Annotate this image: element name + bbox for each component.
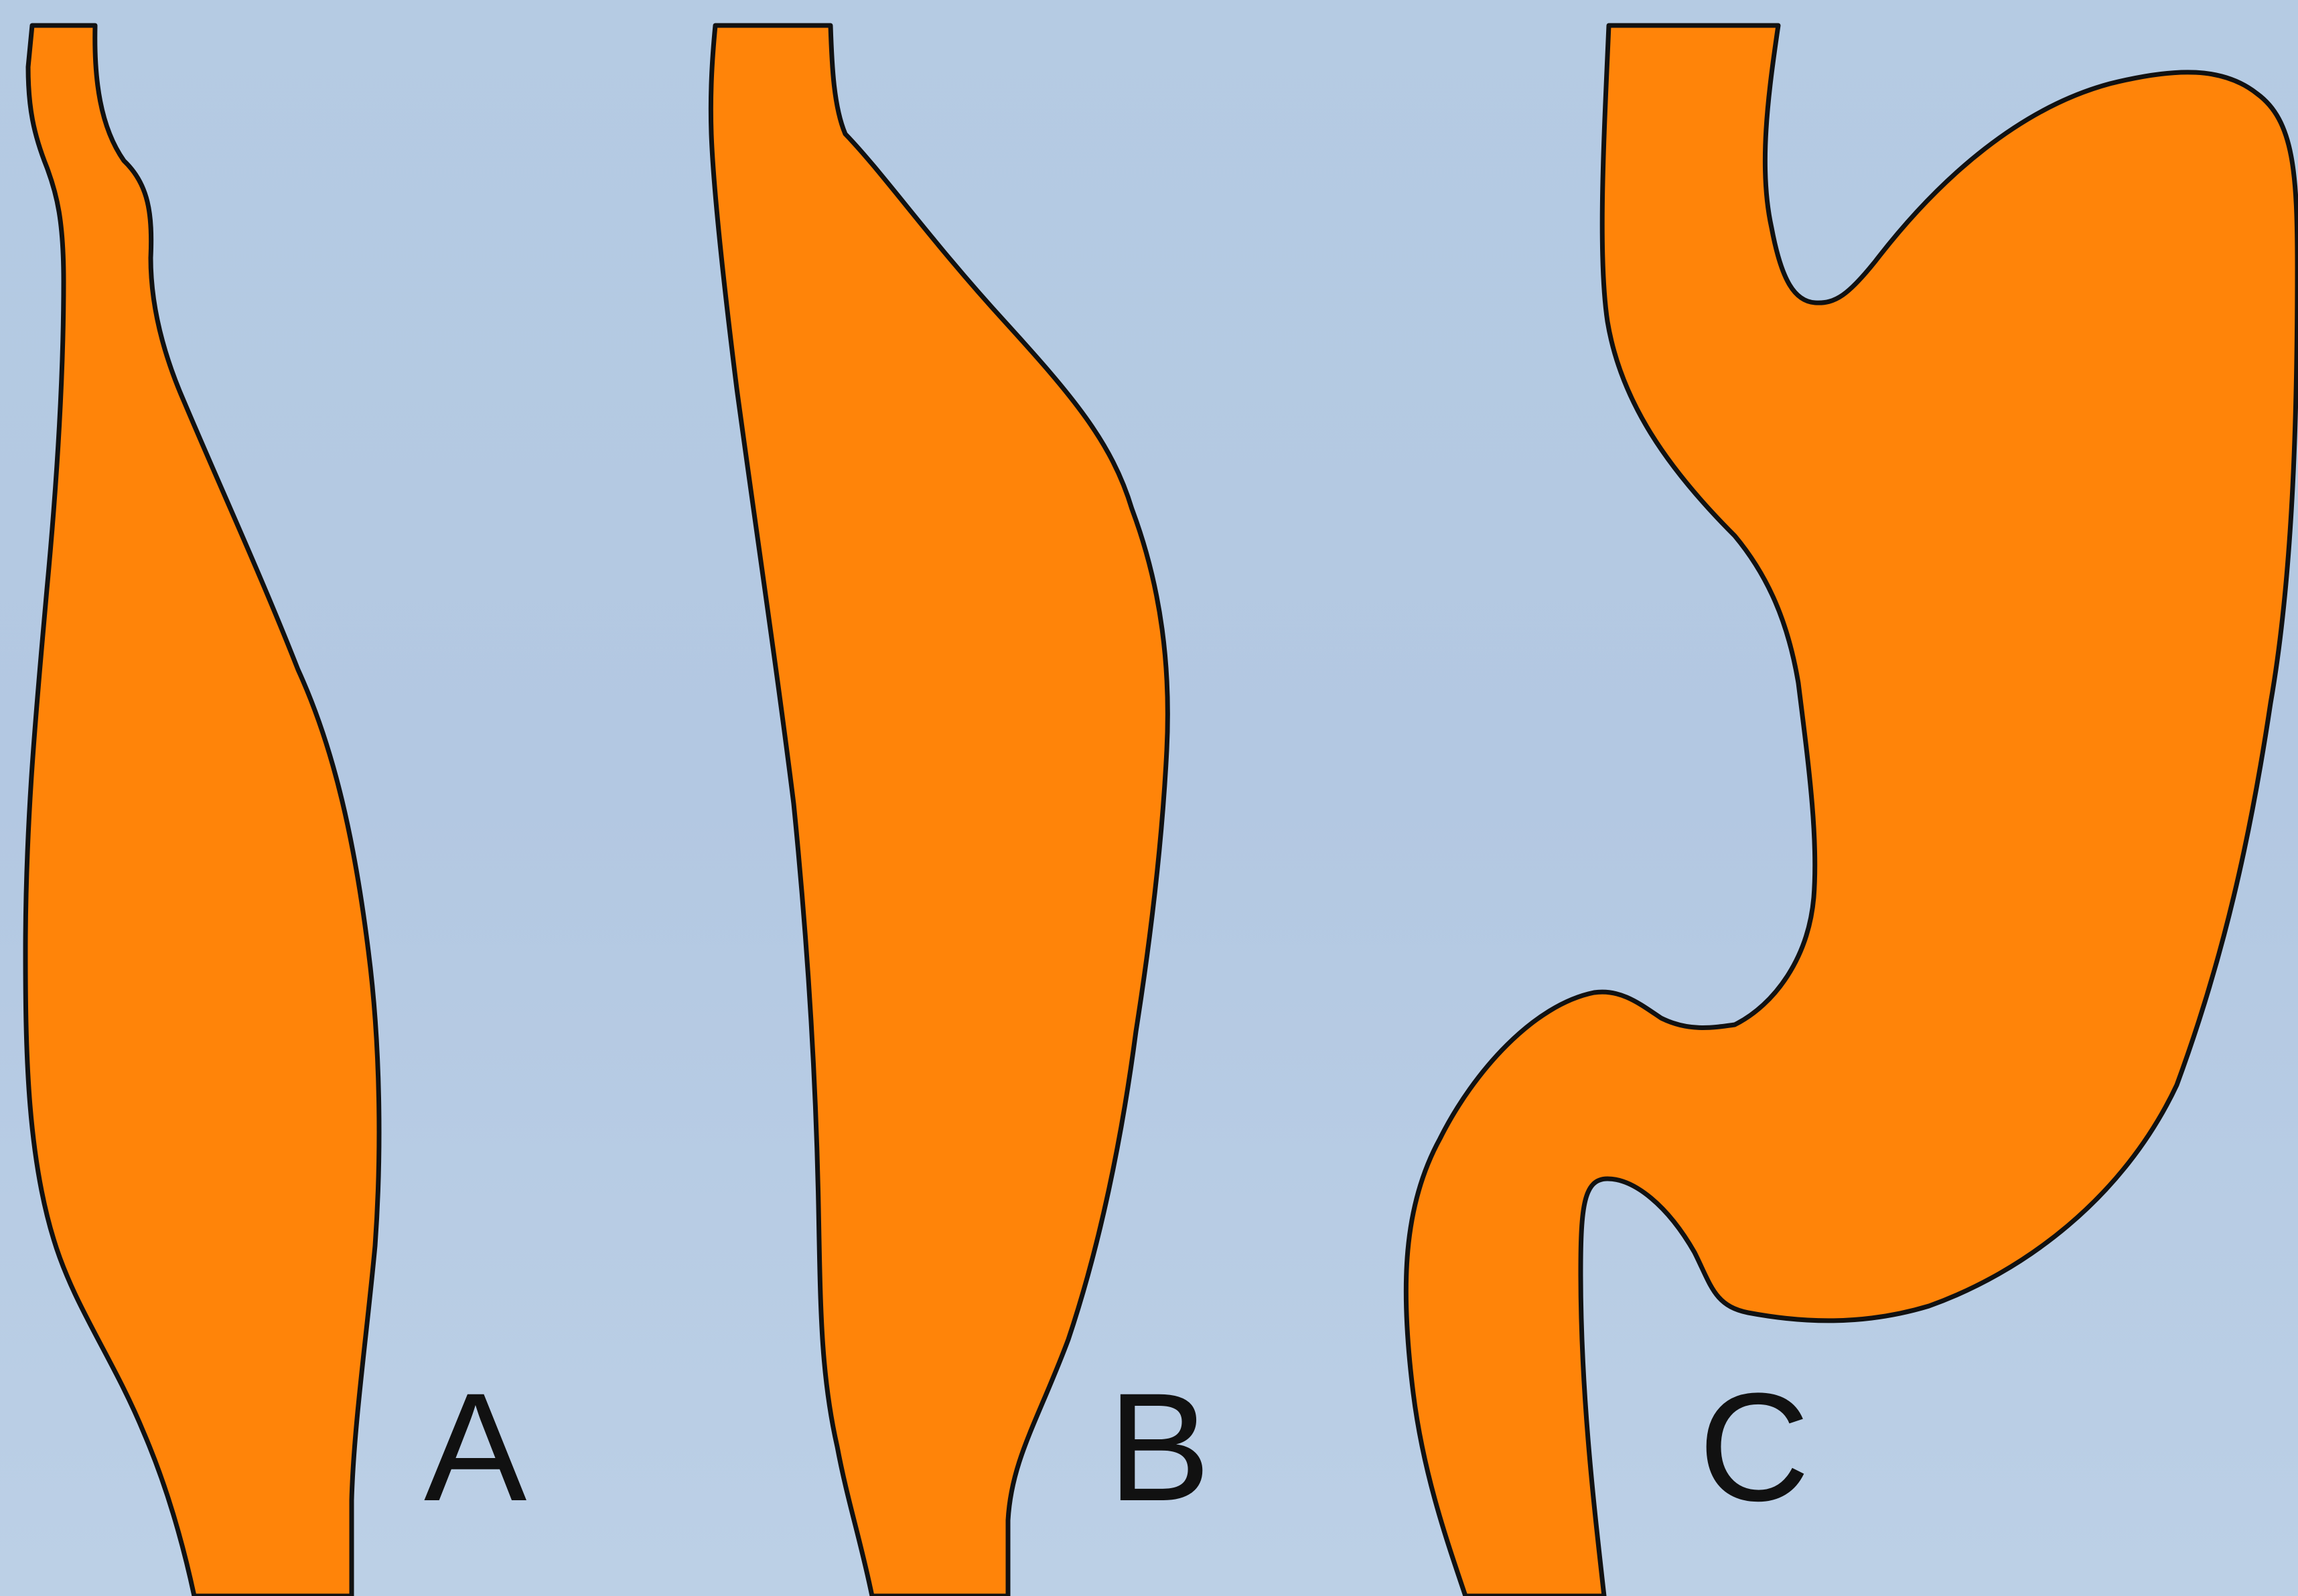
shape-b	[711, 25, 1167, 1596]
shape-c	[1406, 25, 2297, 1596]
label-a: A	[424, 1361, 526, 1533]
label-b: B	[1108, 1361, 1210, 1533]
shape-a	[25, 25, 379, 1596]
label-c: C	[1699, 1361, 1810, 1533]
